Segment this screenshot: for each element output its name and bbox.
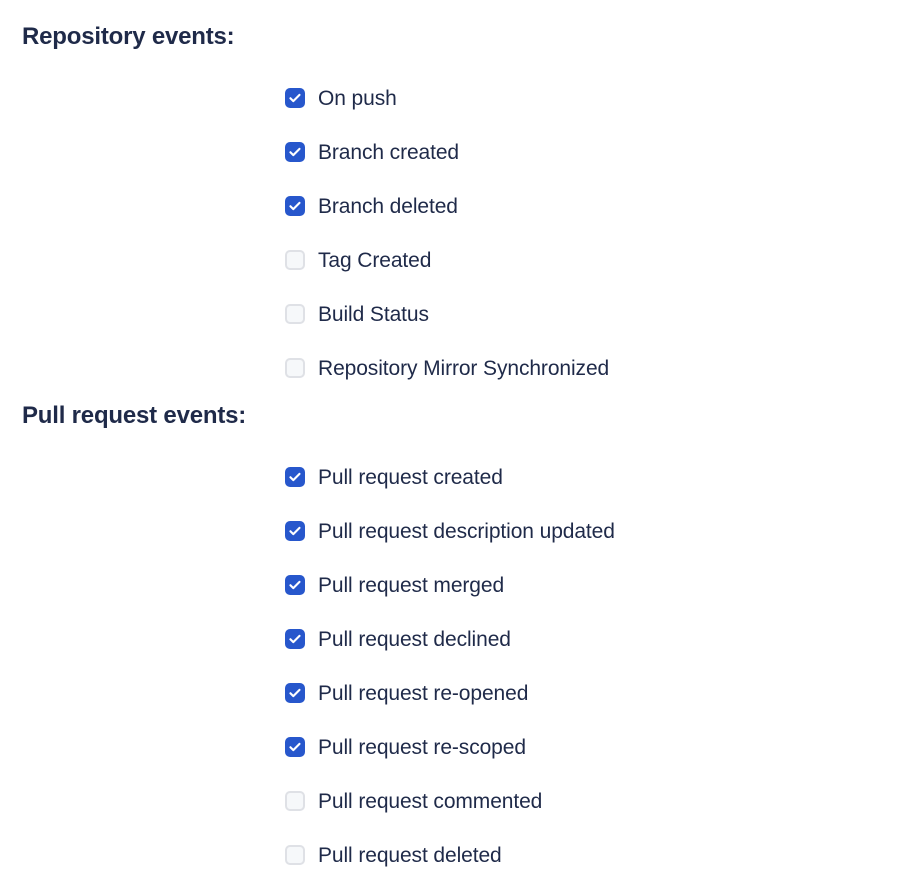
check-icon	[287, 469, 303, 485]
option-row-pull-request-re-scoped[interactable]: Pull request re-scoped	[22, 720, 615, 774]
option-row-pull-request-deleted[interactable]: Pull request deleted	[22, 828, 615, 882]
check-icon	[287, 739, 303, 755]
checkbox-pull-request-created[interactable]	[285, 467, 305, 488]
option-label-branch-created: Branch created	[318, 140, 460, 164]
check-icon	[287, 144, 303, 160]
option-row-on-push[interactable]: On push	[22, 71, 609, 125]
option-label-pull-request-re-opened: Pull request re-opened	[318, 681, 529, 705]
option-row-build-status[interactable]: Build Status	[22, 287, 609, 341]
checkbox-pull-request-merged[interactable]	[285, 575, 305, 596]
checkbox-branch-created[interactable]	[285, 142, 305, 163]
check-icon	[287, 198, 303, 214]
checkbox-pull-request-declined[interactable]	[285, 629, 305, 650]
pull-request-events-heading: Pull request events:	[22, 402, 247, 429]
option-row-tag-created[interactable]: Tag Created	[22, 233, 609, 287]
checkbox-repository-mirror-synchronized[interactable]	[285, 358, 305, 379]
check-icon	[287, 631, 303, 647]
checkbox-pull-request-re-scoped[interactable]	[285, 737, 305, 758]
option-row-pull-request-commented[interactable]: Pull request commented	[22, 774, 615, 828]
option-label-build-status: Build Status	[318, 302, 429, 326]
checkbox-build-status[interactable]	[285, 304, 305, 325]
checkbox-pull-request-description-updated[interactable]	[285, 521, 305, 542]
option-label-repository-mirror-synchronized: Repository Mirror Synchronized	[318, 356, 610, 380]
checkbox-pull-request-commented[interactable]	[285, 791, 305, 812]
option-row-branch-created[interactable]: Branch created	[22, 125, 609, 179]
option-label-pull-request-description-updated: Pull request description updated	[318, 519, 615, 543]
option-row-repository-mirror-synchronized[interactable]: Repository Mirror Synchronized	[22, 341, 609, 395]
option-row-pull-request-merged[interactable]: Pull request merged	[22, 558, 615, 612]
option-row-branch-deleted[interactable]: Branch deleted	[22, 179, 609, 233]
option-row-pull-request-declined[interactable]: Pull request declined	[22, 612, 615, 666]
option-label-pull-request-created: Pull request created	[318, 465, 503, 489]
checkbox-pull-request-re-opened[interactable]	[285, 683, 305, 704]
option-label-tag-created: Tag Created	[318, 248, 432, 272]
checkbox-pull-request-deleted[interactable]	[285, 845, 305, 866]
option-label-pull-request-deleted: Pull request deleted	[318, 843, 502, 867]
check-icon	[287, 685, 303, 701]
check-icon	[287, 577, 303, 593]
option-label-pull-request-merged: Pull request merged	[318, 573, 505, 597]
pull-request-events-section: Pull request events: Pull request create…	[22, 402, 615, 882]
option-label-on-push: On push	[318, 86, 397, 110]
option-label-branch-deleted: Branch deleted	[318, 194, 458, 218]
check-icon	[287, 523, 303, 539]
checkbox-on-push[interactable]	[285, 88, 305, 109]
option-label-pull-request-commented: Pull request commented	[318, 789, 543, 813]
option-row-pull-request-created[interactable]: Pull request created	[22, 450, 615, 504]
option-label-pull-request-re-scoped: Pull request re-scoped	[318, 735, 526, 759]
checkbox-branch-deleted[interactable]	[285, 196, 305, 217]
check-icon	[287, 90, 303, 106]
option-row-pull-request-description-updated[interactable]: Pull request description updated	[22, 504, 615, 558]
repository-events-heading: Repository events:	[22, 23, 235, 50]
checkbox-tag-created[interactable]	[285, 250, 305, 271]
option-label-pull-request-declined: Pull request declined	[318, 627, 511, 651]
option-row-pull-request-re-opened[interactable]: Pull request re-opened	[22, 666, 615, 720]
